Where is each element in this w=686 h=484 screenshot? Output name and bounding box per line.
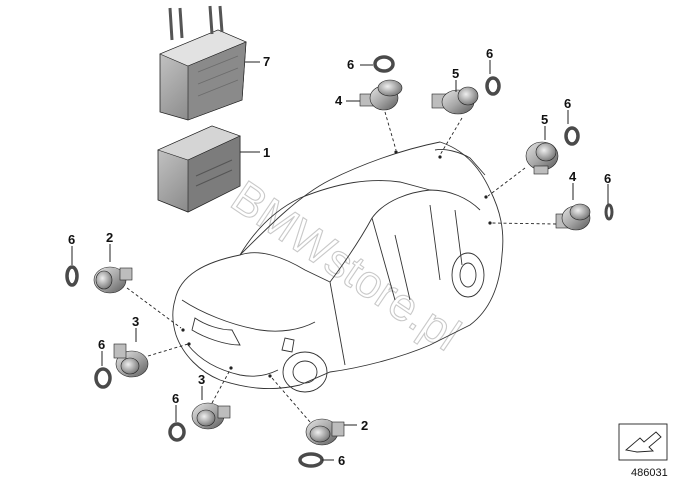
watermark-text: BMWstore.pl: [222, 170, 469, 360]
sensor-2-bottom: [305, 418, 345, 446]
sensor-4-top: [359, 79, 403, 111]
sensor-3-left: [113, 343, 149, 378]
orientation-arrow-icon: [624, 431, 662, 453]
callout-2-bottom: 2: [361, 418, 368, 433]
callout-1: 1: [263, 145, 270, 160]
callout-2-left: 2: [106, 230, 113, 245]
callout-leaders: [71, 60, 609, 461]
callout-6-topright: 6: [486, 46, 493, 61]
callout-5-top: 5: [452, 66, 459, 81]
callout-3-bottom: 3: [198, 372, 205, 387]
callout-6-farright: 6: [604, 171, 611, 186]
sensor-lead-lines: [126, 111, 557, 423]
callout-6-top: 6: [347, 57, 354, 72]
reference-number: 486031: [631, 467, 668, 479]
callout-6-bottom: 6: [172, 391, 179, 406]
callout-6-right: 6: [564, 96, 571, 111]
sensor-5-top: [431, 86, 479, 115]
control-unit-1: [157, 125, 241, 213]
vehicle-outline: [172, 141, 504, 393]
sensor-mount-points: [181, 150, 492, 378]
callout-4-right: 4: [569, 169, 577, 184]
callout-6-bottomright: 6: [338, 453, 345, 468]
callout-4-top: 4: [335, 93, 343, 108]
callout-6-leftlow: 6: [98, 337, 105, 352]
callout-3-left: 3: [132, 314, 139, 329]
rings-6: [65, 55, 614, 468]
sensor-3-bottom: [191, 402, 231, 430]
callout-5-right: 5: [541, 112, 548, 127]
callout-numbers: 7 1 6 4 5 6 6 5 4 6 6 2 3 6 3 6 2 6: [68, 46, 611, 468]
sensor-2-left: [93, 266, 133, 294]
callout-7: 7: [263, 54, 270, 69]
sensor-5-right: [525, 141, 559, 175]
sensor-4-right: [555, 203, 591, 231]
control-unit-7: [159, 5, 247, 121]
watermark: BMWstore.pl: [222, 170, 470, 361]
callout-6-left: 6: [68, 232, 75, 247]
orientation-box: [618, 423, 668, 461]
